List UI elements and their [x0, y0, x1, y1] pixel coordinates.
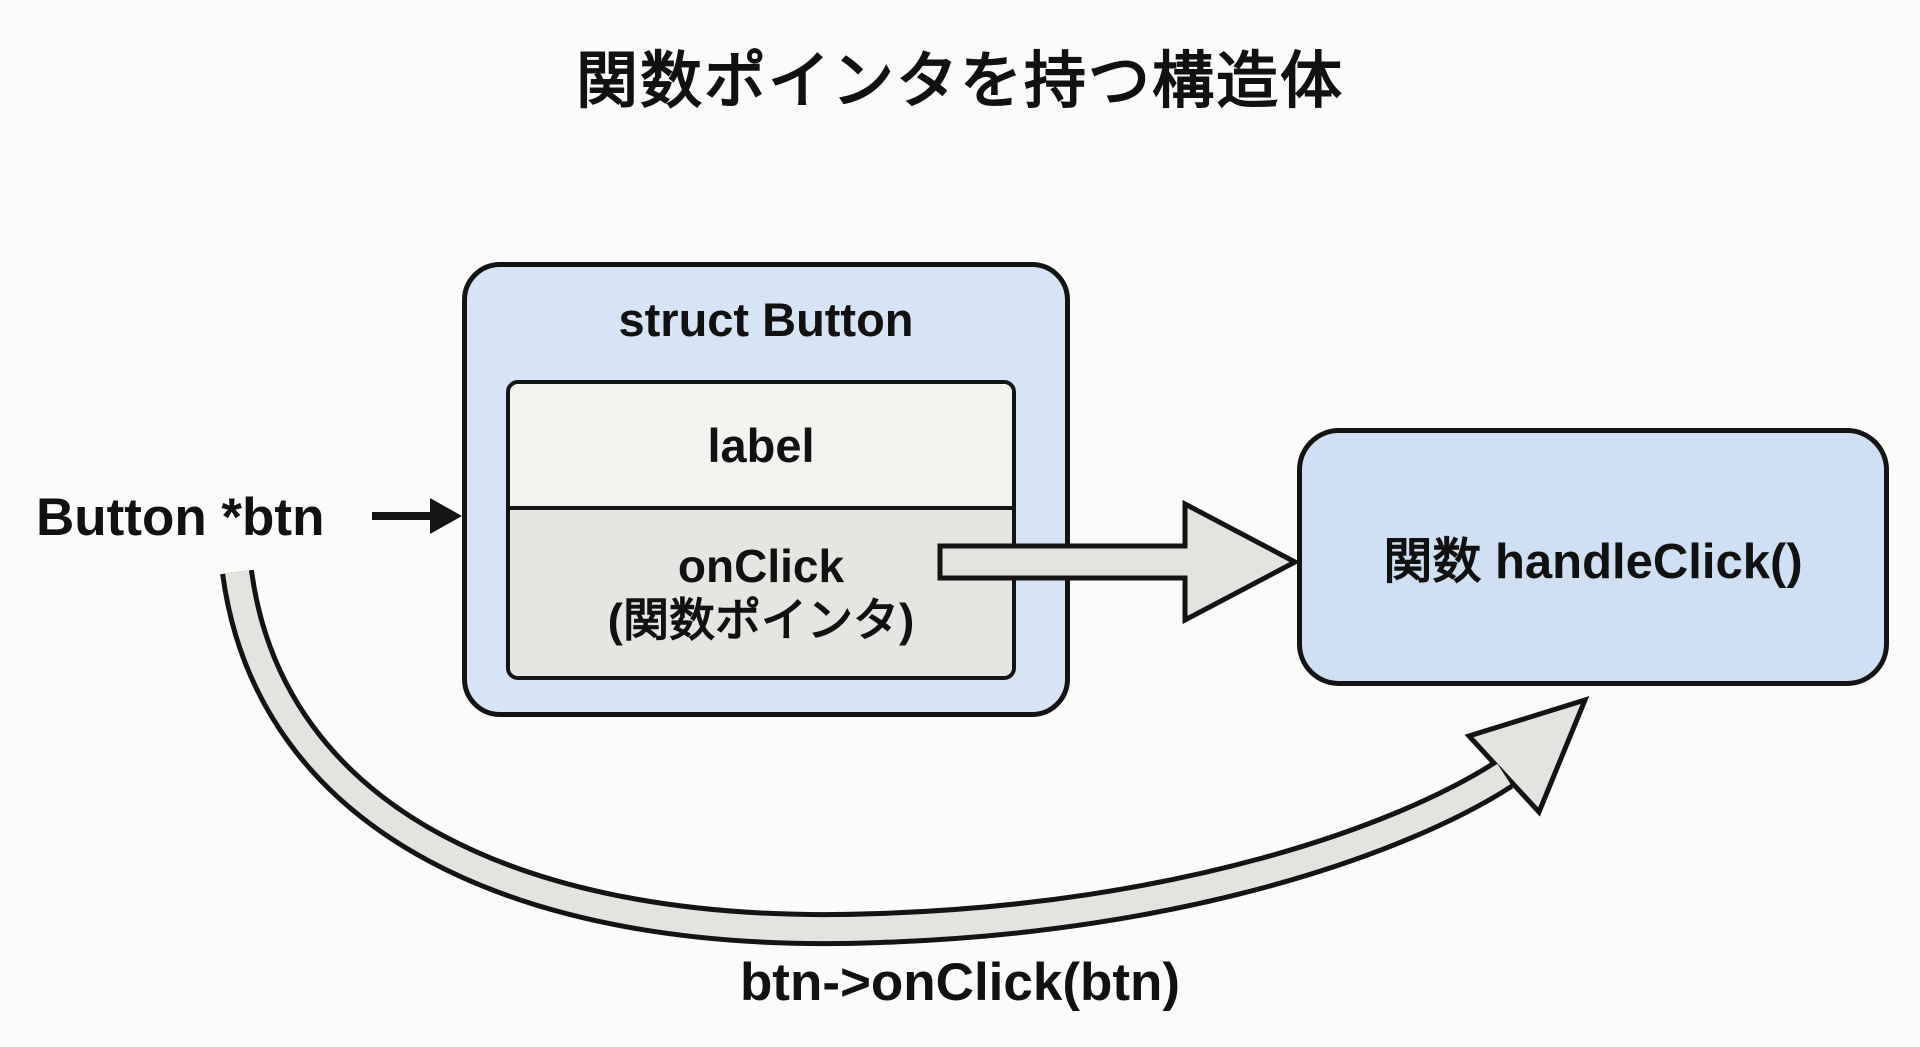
call-expression-label: btn->onClick(btn) — [739, 953, 1181, 1012]
field-row-label: label — [510, 384, 1012, 510]
pointer-arrow-icon — [372, 498, 462, 534]
handleclick-function-box: 関数 handleClick() — [1297, 428, 1889, 686]
field-onclick-subtext: (関数ポインタ) — [607, 594, 915, 646]
field-row-onclick: onClick (関数ポインタ) — [510, 510, 1012, 676]
struct-fields-box: label onClick (関数ポインタ) — [506, 380, 1016, 680]
page-title: 関数ポインタを持つ構造体 — [575, 47, 1344, 116]
pointer-variable-label: Button *btn — [36, 488, 325, 547]
function-label: 関数 handleClick() — [1383, 534, 1803, 589]
struct-button-title: struct Button — [618, 293, 914, 346]
field-label-text: label — [707, 418, 815, 472]
field-onclick-text: onClick — [677, 539, 845, 592]
